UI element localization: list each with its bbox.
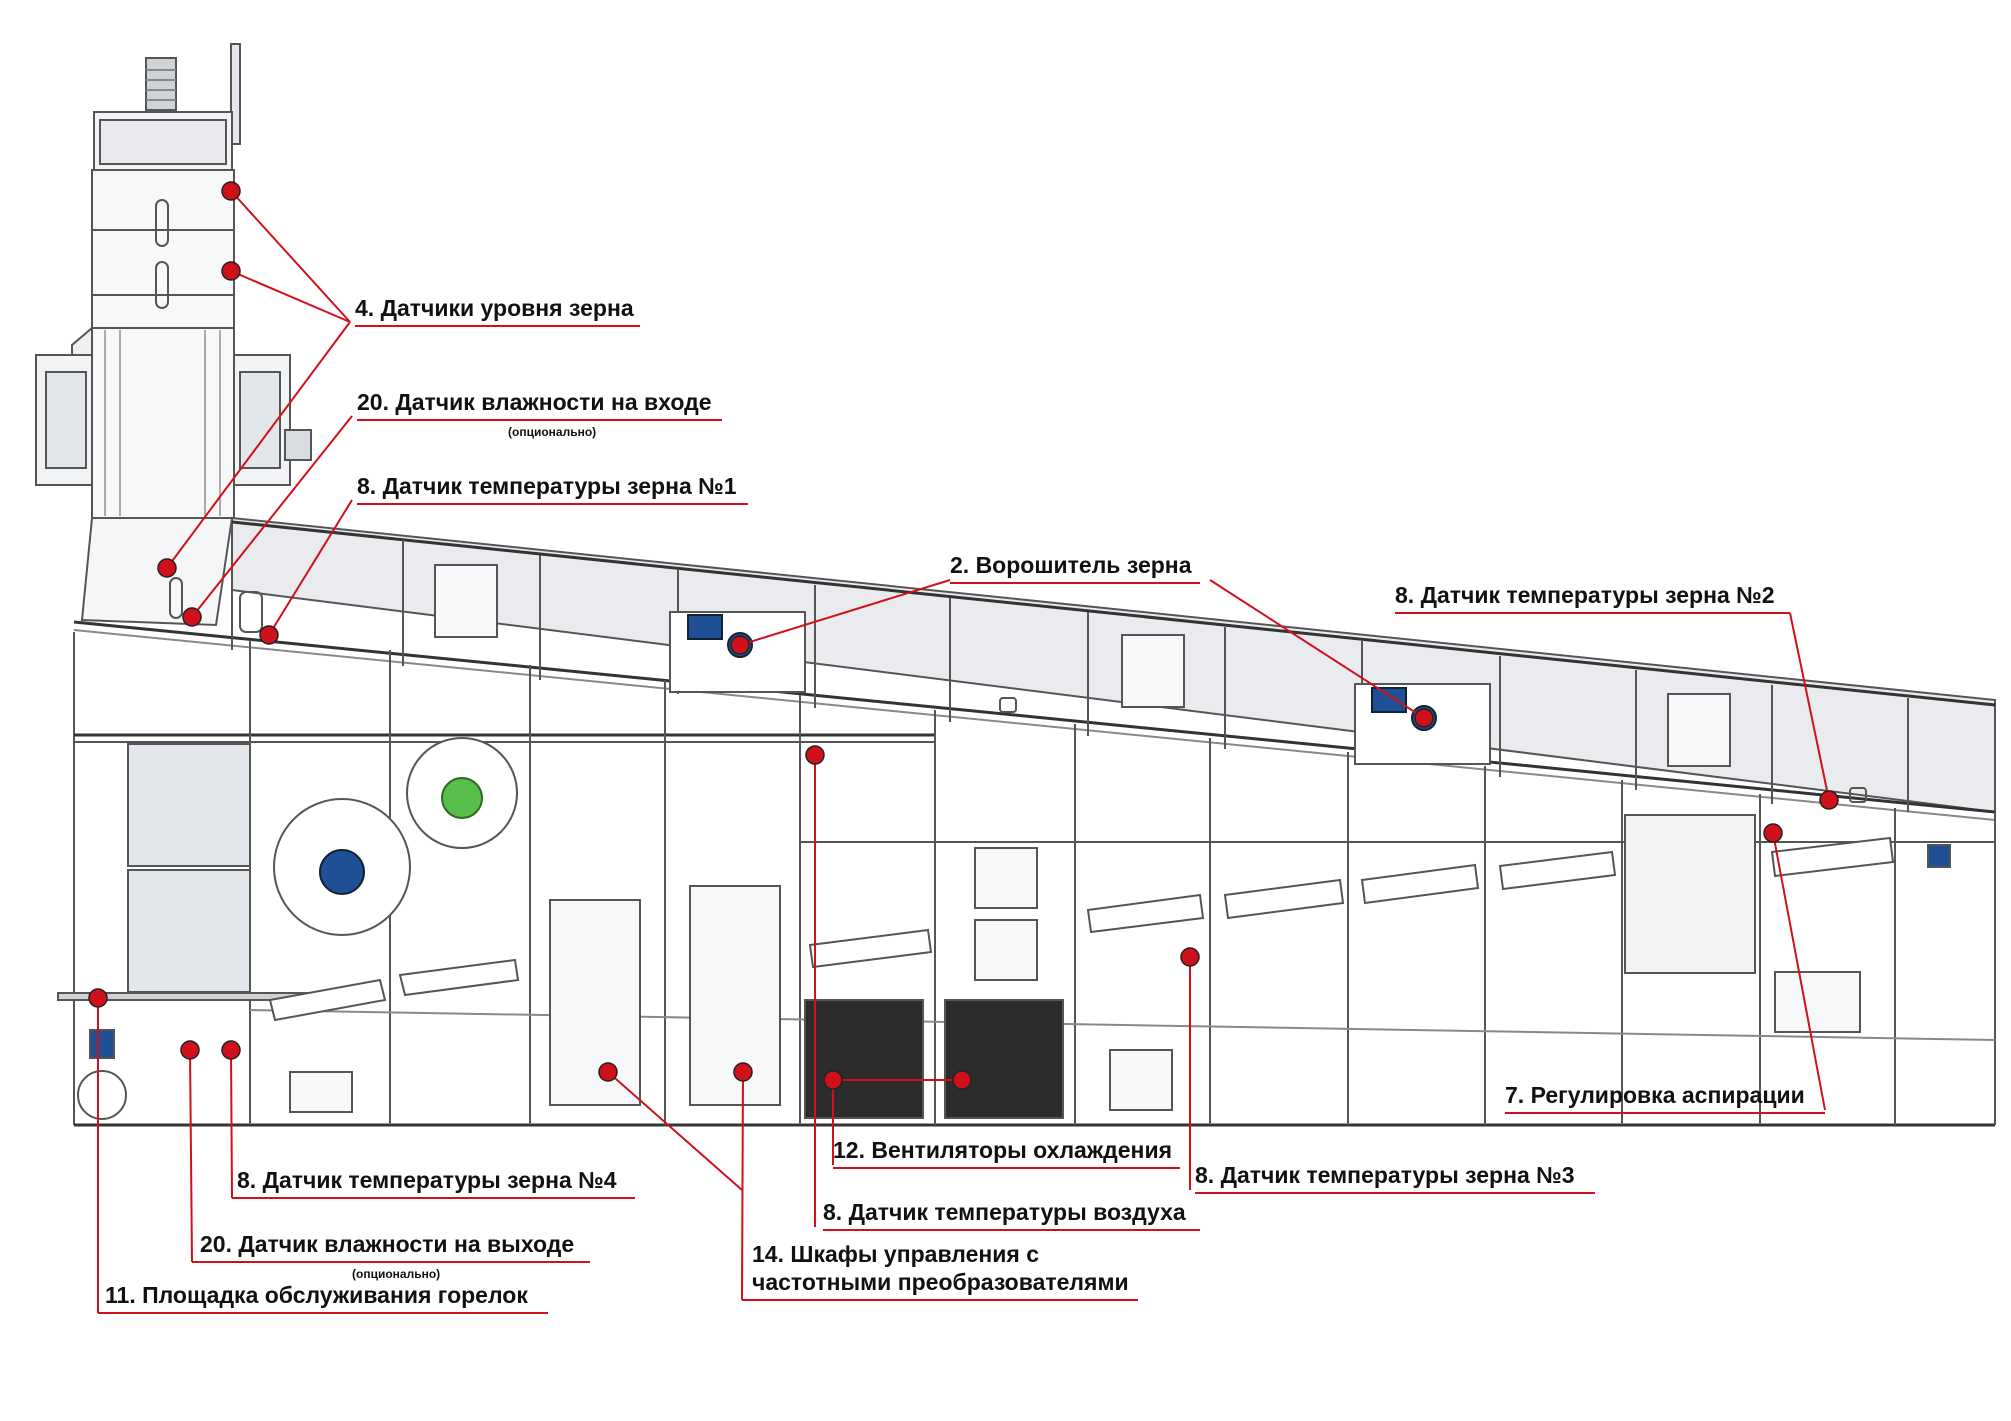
callout-cooling-fans: 12. Вентиляторы охлаждения — [833, 1137, 1172, 1163]
leader-line-2 — [230, 270, 351, 323]
leader-line-16 — [230, 1049, 233, 1199]
air-temp-marker-red-dot-icon — [805, 745, 825, 765]
callout-outlet-moisture-note: (опционально) — [352, 1267, 440, 1281]
leader-line-17 — [189, 1049, 193, 1263]
callout-inlet-moisture-note: (опционально) — [508, 425, 596, 439]
grain-temp-1-marker-red-dot-icon — [259, 625, 279, 645]
grain-temp-3-marker-red-dot-icon — [1180, 947, 1200, 967]
cabinet-marker-2-red-dot-icon — [733, 1062, 753, 1082]
louvres — [268, 836, 1895, 1022]
callout-grain-temp-sensor-4: 8. Датчик температуры зерна №4 — [237, 1167, 617, 1193]
grain-level-marker-top-red-dot-icon — [221, 181, 241, 201]
leader-line-6 — [739, 579, 951, 646]
grain-level-marker-bottom-red-dot-icon — [221, 261, 241, 281]
callout-grain-level-sensors: 4. Датчики уровня зерна — [355, 295, 634, 321]
outlet-moisture-marker-red-dot-icon — [180, 1040, 200, 1060]
callout-outlet-moisture-sensor: 20. Датчик влажности на выходе — [200, 1231, 574, 1257]
leader-line-8 — [1789, 612, 1830, 801]
leader-line-3 — [166, 321, 351, 569]
leader-line-14 — [607, 1071, 743, 1191]
cooling-fans-marker-2-red-dot-icon — [952, 1070, 972, 1090]
grain-level-marker-upper-red-dot-icon — [157, 558, 177, 578]
grain-temp-2-marker-red-dot-icon — [1819, 790, 1839, 810]
leader-line-15 — [741, 1071, 744, 1301]
leader-line-5 — [268, 499, 353, 636]
sensor-markers — [88, 181, 1839, 1090]
callout-inlet-moisture-sensor: 20. Датчик влажности на входе — [357, 389, 712, 415]
callout-burner-service-platform: 11. Площадка обслуживания горелок — [105, 1282, 528, 1308]
machine-drawing — [35, 43, 1996, 1127]
agitator-marker-2-red-dot-icon — [1414, 708, 1434, 728]
callout-labels: 4. Датчики уровня зерна 20. Датчик влажн… — [98, 295, 1825, 1314]
callout-leaders — [97, 190, 1830, 1313]
callout-grain-temp-sensor-3: 8. Датчик температуры зерна №3 — [1195, 1162, 1575, 1188]
callout-control-cabinets-line1: 14. Шкафы управления с — [752, 1241, 1039, 1267]
cooling-fans-marker-1-red-dot-icon — [823, 1070, 843, 1090]
callout-aspiration-control: 7. Регулировка аспирации — [1505, 1082, 1805, 1108]
lower-frame — [57, 632, 1996, 1127]
burner-platform-marker-red-dot-icon — [88, 988, 108, 1008]
leader-line-9 — [1772, 832, 1826, 1111]
callout-grain-agitator: 2. Ворошитель зерна — [950, 552, 1192, 578]
agitator-marker-1-red-dot-icon — [730, 635, 750, 655]
inlet-tower — [35, 43, 312, 627]
leader-line-1 — [230, 190, 351, 323]
callout-control-cabinets-line2: частотными преобразователями — [752, 1269, 1129, 1295]
callout-grain-temp-sensor-2: 8. Датчик температуры зерна №2 — [1395, 582, 1775, 608]
grain-temp-4-marker-red-dot-icon — [221, 1040, 241, 1060]
inclined-conveyor — [73, 516, 1996, 821]
callout-grain-temp-sensor-1: 8. Датчик температуры зерна №1 — [357, 473, 737, 499]
leader-line-7 — [1209, 579, 1425, 719]
cabinet-marker-1-red-dot-icon — [598, 1062, 618, 1082]
callout-air-temp-sensor: 8. Датчик температуры воздуха — [823, 1199, 1186, 1225]
aspiration-marker-red-dot-icon — [1763, 823, 1783, 843]
inlet-moisture-marker-red-dot-icon — [182, 607, 202, 627]
leader-line-4 — [191, 415, 353, 618]
